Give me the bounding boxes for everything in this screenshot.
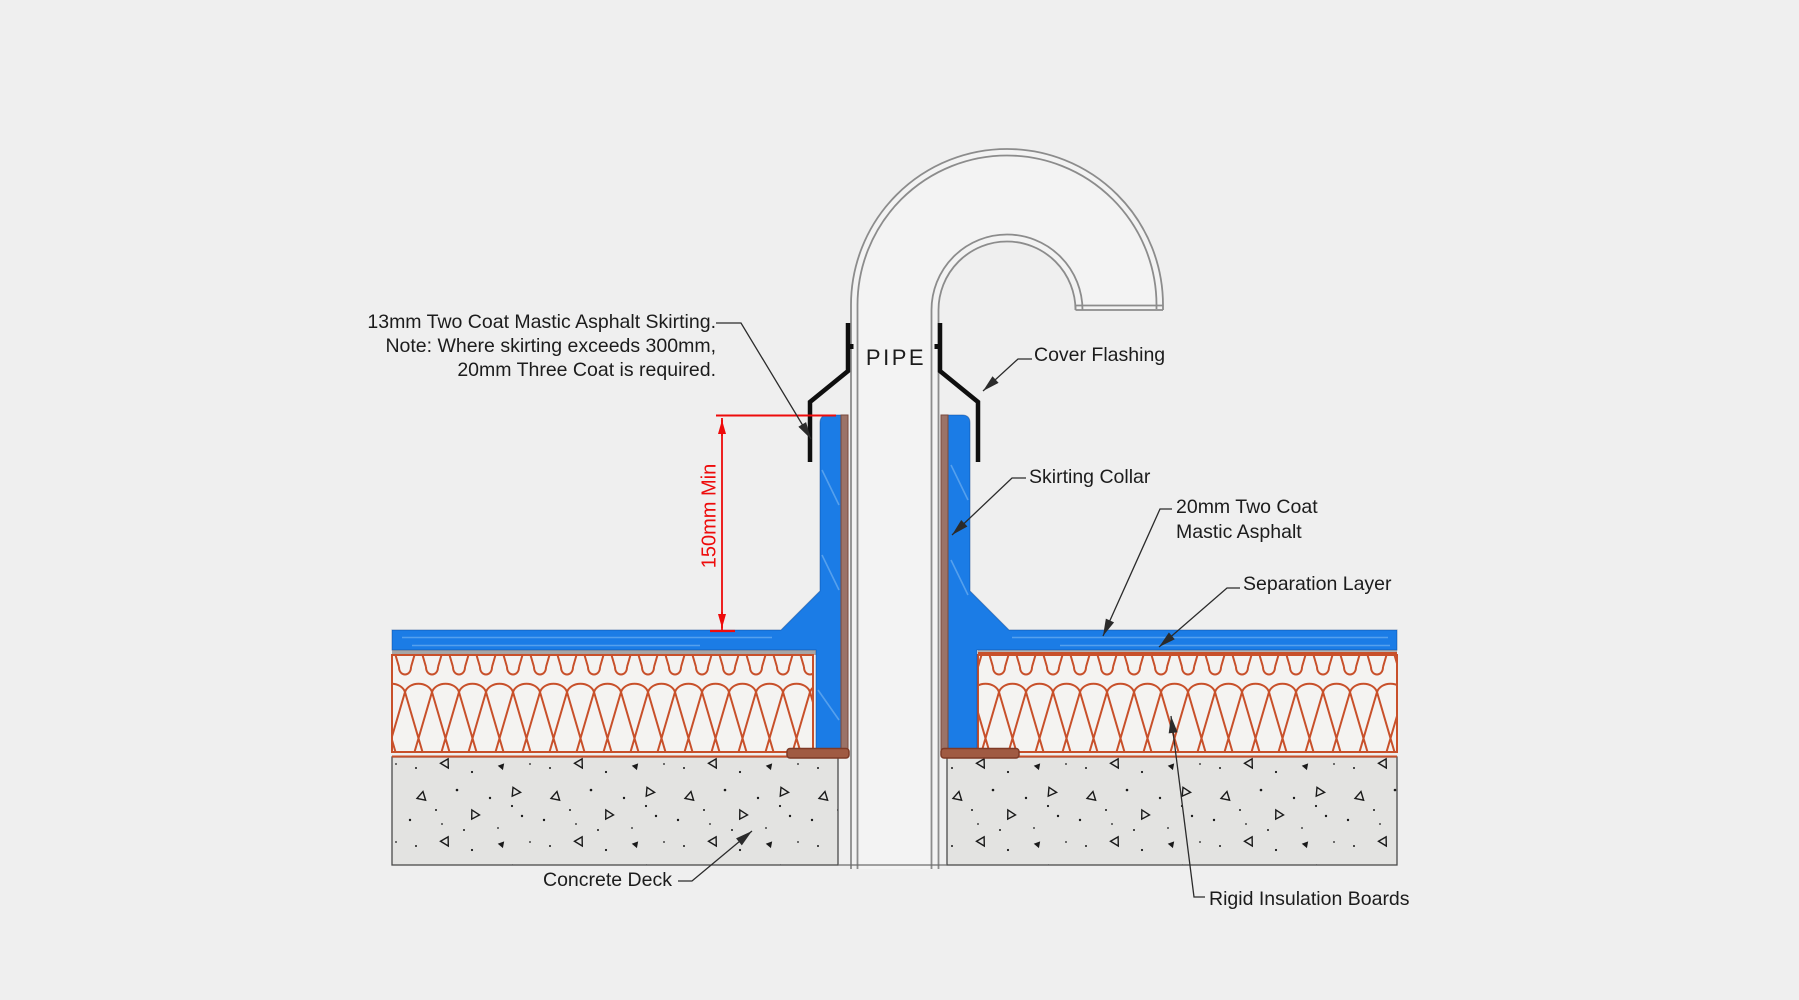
skirting-note-line2: Note: Where skirting exceeds 300mm, [385,335,716,357]
concrete-deck-left [391,756,839,866]
mastic-asphalt-label: 20mm Two Coat Mastic Asphalt [1176,495,1318,545]
dimension-150mm [710,414,836,633]
pipe [850,148,1164,869]
base-angle-left [786,747,850,759]
cover-flashing-right [934,323,981,462]
separation-layer-label: Separation Layer [1243,573,1392,595]
skirting-note: 13mm Two Coat Mastic Asphalt Skirting. N… [340,310,716,382]
mastic-asphalt-label-line2: Mastic Asphalt [1176,521,1302,543]
leader-separation-layer [1158,587,1240,648]
leader-cover-flashing [982,358,1032,392]
leader-rigid-insulation [1168,715,1205,898]
leader-concrete-deck [678,830,753,882]
skirting-collar-lining-right [940,414,949,756]
rigid-insulation-right [977,654,1398,758]
leader-mastic-asphalt [1102,508,1172,637]
skirting-collar-label: Skirting Collar [1029,466,1151,488]
concrete-deck-right [946,756,1398,866]
leader-skirting-note [716,322,812,440]
concrete-deck-label: Concrete Deck [543,869,672,891]
skirting-note-line3: 20mm Three Coat is required. [457,359,716,381]
skirting-note-line1: 13mm Two Coat Mastic Asphalt Skirting. [367,311,716,333]
dimension-150mm-label: 150mm Min [698,463,721,569]
leader-skirting-collar [951,477,1026,536]
rigid-insulation-boards-label: Rigid Insulation Boards [1209,888,1410,910]
separation-layer-left [392,650,817,655]
mastic-asphalt-label-line1: 20mm Two Coat [1176,496,1318,518]
pipe-label: PIPE [865,345,927,370]
skirting-collar-lining-left [840,414,849,756]
cover-flashing-label: Cover Flashing [1034,344,1166,366]
base-angle-right [940,747,1020,759]
rigid-insulation-left [391,654,814,758]
